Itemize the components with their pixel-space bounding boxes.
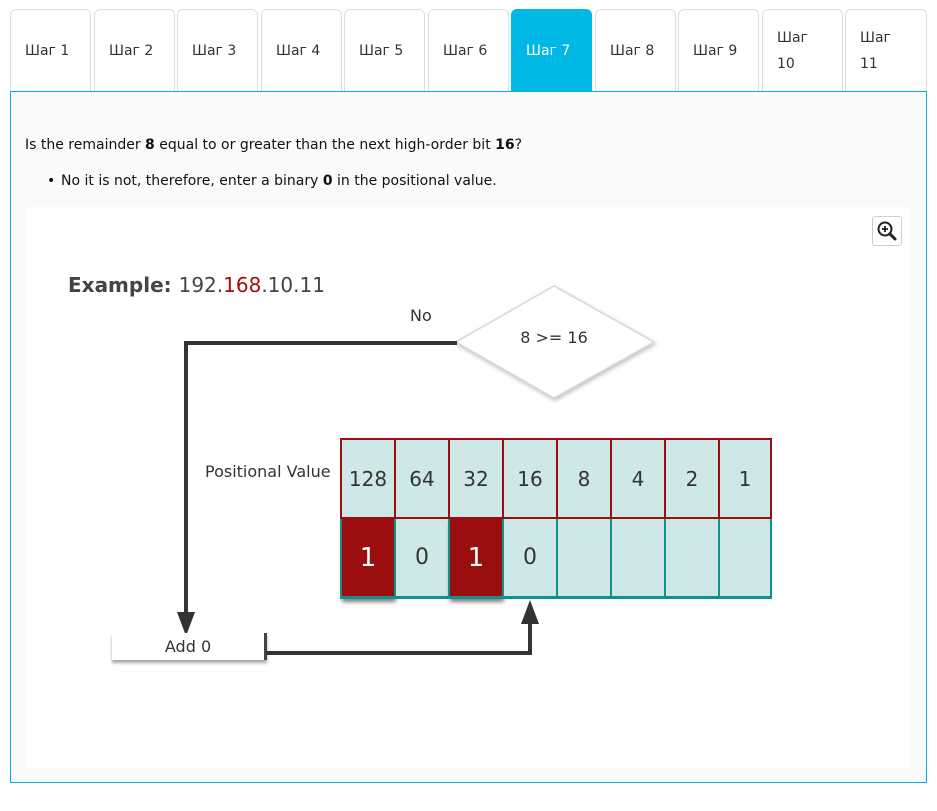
tab-step-3[interactable]: Шаг 3 [177, 9, 258, 91]
question-prefix: Is the remainder [25, 137, 146, 153]
tab-step-7[interactable]: Шаг 7 [511, 9, 592, 91]
tab-label: Шаг 6 [443, 42, 488, 59]
question-middle: equal to or greater than the next high-o… [154, 137, 496, 153]
positional-value-cell: 1 [718, 438, 772, 519]
remainder-value: 8 [145, 137, 155, 153]
zoom-in-icon [877, 221, 897, 241]
binary-bit-cell [556, 519, 610, 599]
no-branch-label: No [410, 306, 432, 325]
tab-label: Шаг 11 [860, 29, 891, 72]
tab-step-1[interactable]: Шаг 1 [10, 9, 91, 91]
down-arrowhead [177, 612, 195, 636]
example-label: Example: [68, 273, 172, 297]
add-zero-box: Add 0 [112, 633, 267, 660]
ip-suffix: .10.11 [261, 273, 325, 297]
binary-bit-cell [718, 519, 772, 599]
add-arrow-line [264, 612, 532, 655]
ip-octet-highlight: 168 [223, 273, 262, 297]
positional-value-cell: 32 [448, 438, 502, 519]
tab-label: Шаг 10 [777, 29, 808, 72]
tab-label: Шаг 4 [276, 42, 321, 59]
binary-bit-cell: 1 [448, 519, 502, 599]
bullet-dot-icon: • [47, 173, 56, 189]
up-arrowhead [521, 600, 539, 624]
tab-label: Шаг 1 [25, 42, 70, 59]
positional-value-cell: 4 [610, 438, 664, 519]
decision-text: 8 >= 16 [520, 328, 588, 347]
zoom-in-button[interactable] [872, 216, 902, 246]
high-order-bit-value: 16 [495, 137, 515, 153]
question-suffix: ? [514, 137, 523, 153]
answer-suffix: in the positional value. [332, 173, 497, 189]
tab-step-4[interactable]: Шаг 4 [261, 9, 342, 91]
answer-prefix: No it is not, therefore, enter a binary [61, 173, 323, 189]
tab-label: Шаг 2 [109, 42, 154, 59]
ip-prefix: 192. [178, 273, 224, 297]
question-text: Is the remainder 8 equal to or greater t… [25, 137, 522, 153]
example-heading: Example: 192.168.10.11 [68, 273, 325, 297]
tab-label: Шаг 8 [610, 42, 655, 59]
tab-label: Шаг 3 [192, 42, 237, 59]
no-arrow-line [184, 341, 457, 622]
tab-step-9[interactable]: Шаг 9 [678, 9, 759, 91]
tab-label: Шаг 9 [693, 42, 738, 59]
binary-bit-cell: 1 [340, 519, 394, 599]
tab-step-6[interactable]: Шаг 6 [428, 9, 509, 91]
tab-step-11[interactable]: Шаг 11 [845, 9, 927, 91]
positional-value-cell: 16 [502, 438, 556, 519]
positional-value-cell: 64 [394, 438, 448, 519]
tab-label: Шаг 7 [526, 42, 571, 59]
decision-diamond [454, 285, 656, 399]
tab-step-10[interactable]: Шаг 10 [762, 9, 843, 91]
positional-value-cell: 2 [664, 438, 718, 519]
binary-bit-cell [664, 519, 718, 599]
binary-bit-cell: 0 [394, 519, 448, 599]
binary-value: 0 [322, 173, 333, 189]
step-tabs: Шаг 1 Шаг 2 Шаг 3 Шаг 4 Шаг 5 Шаг 6 Шаг … [0, 0, 937, 92]
tab-step-2[interactable]: Шаг 2 [94, 9, 175, 91]
binary-bit-cell: 0 [502, 519, 556, 599]
positional-value-label: Positional Value [205, 462, 331, 481]
positional-value-cell: 8 [556, 438, 610, 519]
positional-value-cell: 128 [340, 438, 394, 519]
tab-label: Шаг 5 [359, 42, 404, 59]
binary-bit-cell [610, 519, 664, 599]
tab-step-5[interactable]: Шаг 5 [344, 9, 425, 91]
answer-bullet: • No it is not, therefore, enter a binary… [47, 173, 497, 189]
tab-step-8[interactable]: Шаг 8 [595, 9, 676, 91]
